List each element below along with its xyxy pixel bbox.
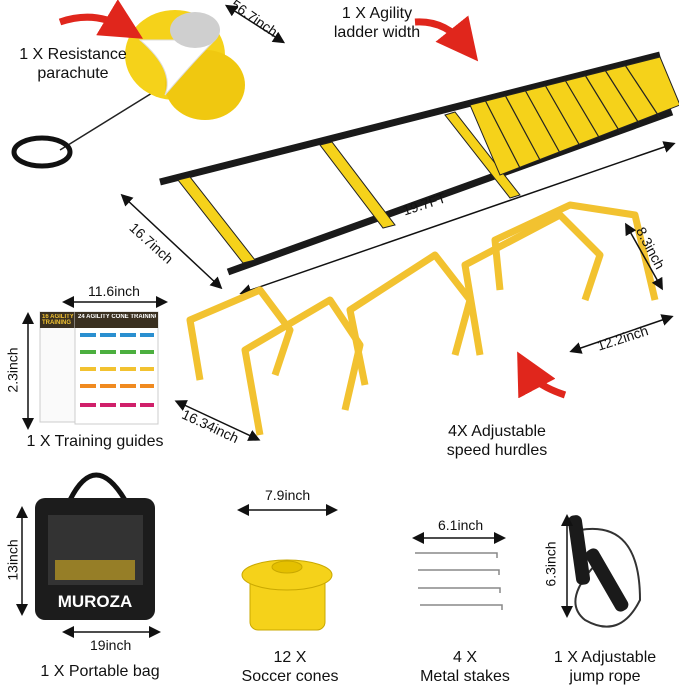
cones-illustration — [241, 559, 333, 631]
bag-illustration — [35, 472, 155, 620]
poster-b-title: 24 AGILITY CONE TRAINING GUIDANCE — [78, 314, 156, 320]
hurdles-illustration — [186, 201, 659, 436]
red-arrow-icon — [517, 351, 567, 399]
bag-height-dimension: 13inch — [4, 539, 21, 581]
guides-height-dimension: 2.3inch — [4, 347, 21, 393]
stakes-dimension: 6.1inch — [438, 517, 484, 533]
guides-width-dimension: 11.6inch — [88, 283, 140, 299]
parachute-illustration — [11, 10, 245, 169]
cones-dimension: 7.9inch — [265, 487, 311, 503]
training-guides-illustration — [39, 311, 159, 425]
guides-label: 1 X Training guides — [26, 433, 164, 450]
bag-label: 1 X Portable bag — [40, 663, 160, 680]
bag-width-dimension: 19inch — [90, 637, 132, 653]
stakes-illustration — [415, 552, 503, 610]
red-arrow-icon — [58, 0, 144, 39]
red-arrow-icon — [414, 15, 479, 62]
poster-a-title: 16 AGILITY TRAINING — [42, 314, 74, 326]
bag-brand-logo: MUROZA — [57, 592, 133, 611]
rope-dimension: 6.3inch — [542, 541, 559, 587]
jump-rope-illustration — [567, 515, 642, 628]
